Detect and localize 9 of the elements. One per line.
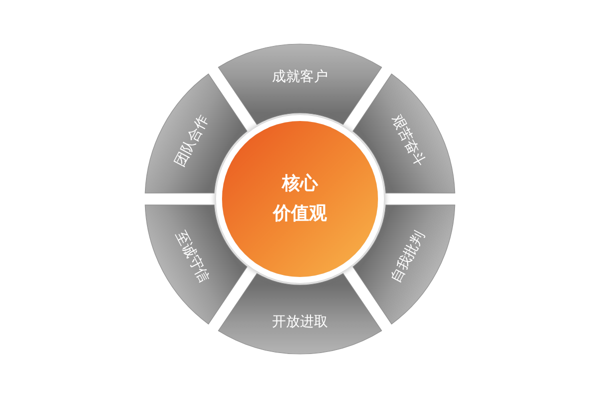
center-label: 核心: [280, 175, 320, 193]
segment-label: 开放进取: [272, 314, 328, 328]
segment-label: 至诚守信: [172, 228, 212, 284]
segment-label: 团队合作: [172, 113, 212, 170]
center-label: 价值观: [272, 205, 328, 223]
segment-label: 自我批判: [388, 228, 428, 284]
center-circle: [222, 121, 378, 277]
segment-label: 艰苦奋斗: [388, 113, 428, 170]
segment-label: 成就客户: [272, 70, 328, 84]
